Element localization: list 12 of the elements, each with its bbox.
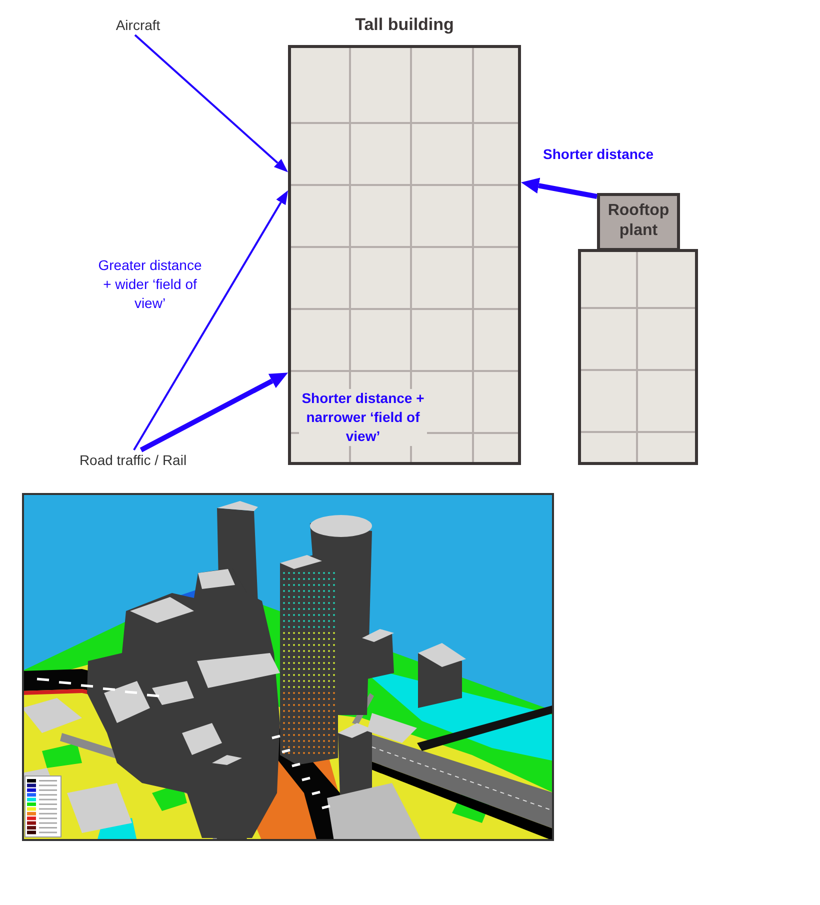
arrow xyxy=(133,190,288,451)
edge-label: Shorter distance + narrower ‘field of view’ xyxy=(299,389,427,446)
arrow xyxy=(134,34,288,172)
building-title: Tall building xyxy=(355,15,454,35)
low-building xyxy=(578,249,698,465)
edge-label: Greater distance + wider ‘field of view’ xyxy=(97,256,203,313)
noise-source-label: Aircraft xyxy=(95,15,181,35)
arrow xyxy=(521,178,598,199)
rooftop-plant-box: Rooftop plant xyxy=(597,193,680,251)
edge-label: Shorter distance xyxy=(543,145,654,164)
arrow xyxy=(140,372,288,452)
noise-source-label: Road traffic / Rail xyxy=(66,450,200,470)
